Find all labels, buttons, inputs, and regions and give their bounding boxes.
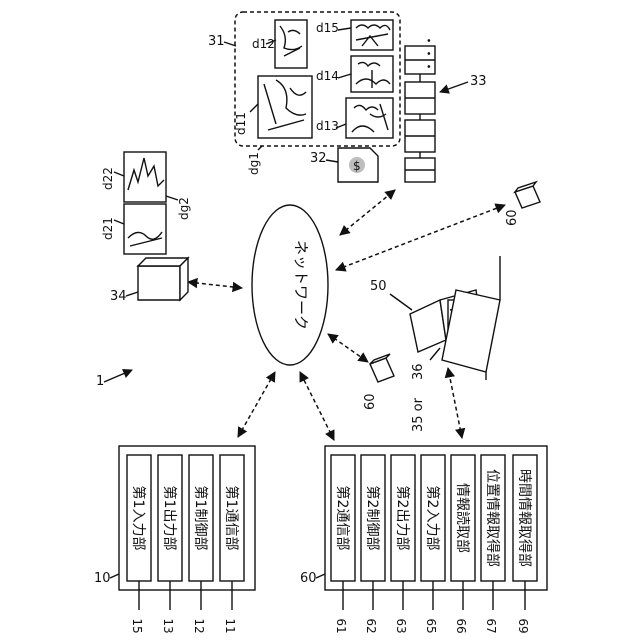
arrow-phone2-network [328,334,368,362]
arrow-content-network [340,190,395,235]
terminal-device: 60 第2通信部 61 第2制御部 62 第2出力部 63 第2入力部 65 [300,446,547,634]
svg-text:・・・: ・・・ [420,34,435,73]
svg-text:時間情報取得部: 時間情報取得部 [516,469,533,567]
image-d13 [346,98,393,138]
phone-60-mid: 60 [363,354,394,410]
terminal-block-time: 時間情報取得部 69 [513,455,537,634]
image-d15 [351,20,393,50]
content-group-dg2: d22 d21 dg2 [101,152,191,254]
arrow-storage-network [188,282,242,288]
svg-text:d14: d14 [316,69,339,83]
terminal-block-position: 位置情報取得部 67 [481,455,505,634]
svg-text:31: 31 [208,34,225,49]
svg-text:13: 13 [161,618,175,633]
blockchain-33: ・・・ 33 [405,34,487,182]
svg-text:第2出力部: 第2出力部 [394,486,411,551]
arrow-terminal-network [300,372,334,440]
server-device: 10 第1入力部 15 第1出力部 13 第1制御部 12 第1通信部 11 [94,446,255,634]
terminal-block-input: 第2入力部 65 [421,455,445,634]
svg-text:情報読取部: 情報読取部 [454,483,471,553]
image-d12 [275,20,307,68]
phone-60-top: 60 [505,182,540,226]
arrow-server-network [238,372,275,437]
svg-text:62: 62 [364,618,378,633]
svg-text:61: 61 [334,618,348,633]
svg-text:50: 50 [370,279,387,294]
svg-text:33: 33 [470,74,487,89]
svg-text:32: 32 [310,151,327,166]
server-block-input: 第1入力部 15 [127,455,151,634]
svg-text:66: 66 [454,618,468,633]
svg-text:67: 67 [484,618,498,633]
arrow-terminal-kiosk [448,368,462,438]
svg-text:第2制御部: 第2制御部 [364,486,381,551]
system-reference: 1 [96,370,132,389]
svg-text:60: 60 [505,209,520,226]
kiosk-50: 50 [370,256,500,380]
ref-35-or: 35 or [411,397,426,432]
svg-text:dg1: dg1 [247,152,261,175]
svg-text:1: 1 [96,374,104,389]
server-block-comm: 第1通信部 11 [220,455,244,634]
svg-text:60: 60 [363,393,378,410]
svg-text:第1通信部: 第1通信部 [223,486,240,551]
svg-text:第2入力部: 第2入力部 [424,486,441,551]
svg-text:$: $ [353,159,361,173]
server-block-control: 第1制御部 12 [189,455,213,634]
image-d11 [258,76,312,138]
content-group-dg1: 31 d12 d11 d15 d14 [208,12,400,146]
svg-text:d13: d13 [316,119,339,133]
chain-block-3 [405,120,435,152]
svg-text:d15: d15 [316,21,339,35]
image-d14 [351,56,393,92]
coin-document-32: $ 32 [310,148,378,182]
svg-text:第1制御部: 第1制御部 [192,486,209,551]
network-label: ネットワーク [292,240,310,330]
terminal-block-comm: 第2通信部 61 [331,455,355,634]
terminal-block-output: 第2出力部 63 [391,455,415,634]
terminal-ref: 60 [300,571,317,586]
server-ref: 10 [94,571,111,586]
chain-block-4 [405,158,435,182]
svg-text:位置情報取得部: 位置情報取得部 [484,469,501,567]
svg-text:15: 15 [130,618,144,633]
server-block-output: 第1出力部 13 [158,455,182,634]
svg-text:69: 69 [516,618,530,633]
svg-text:第1出力部: 第1出力部 [161,486,178,551]
svg-text:d22: d22 [101,167,115,190]
svg-text:65: 65 [424,618,438,633]
ref-36: 36 [411,363,426,380]
chain-block-2 [405,82,435,114]
terminal-block-control: 第2制御部 62 [361,455,385,634]
svg-text:63: 63 [394,618,408,633]
svg-text:34: 34 [110,289,127,304]
svg-text:d21: d21 [101,217,115,240]
svg-text:d11: d11 [234,112,248,135]
network-node: ネットワーク [252,205,328,365]
svg-text:d12: d12 [252,37,275,51]
svg-text:第1入力部: 第1入力部 [130,486,147,551]
svg-text:第2通信部: 第2通信部 [334,486,351,551]
terminal-block-reader: 情報読取部 66 [451,455,475,634]
arrow-phone-network [336,205,505,270]
svg-text:12: 12 [192,618,206,633]
storage-34: 34 [110,258,188,304]
svg-text:11: 11 [223,618,237,633]
svg-text:dg2: dg2 [177,197,191,220]
